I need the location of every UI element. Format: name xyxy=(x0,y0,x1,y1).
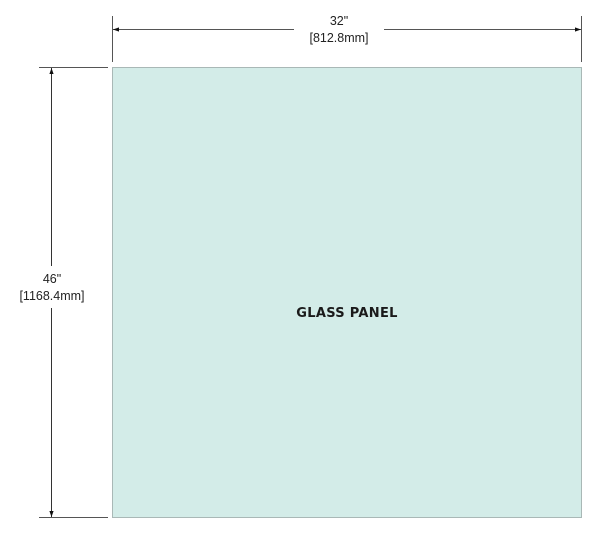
panel-label: GLASS PANEL xyxy=(296,306,397,321)
height-imperial-label: 46" xyxy=(43,272,61,286)
glass-panel xyxy=(112,67,582,518)
height-metric-label: [1168.4mm] xyxy=(19,289,84,303)
width-metric-label: [812.8mm] xyxy=(309,31,368,45)
width-imperial-label: 32" xyxy=(330,14,348,28)
